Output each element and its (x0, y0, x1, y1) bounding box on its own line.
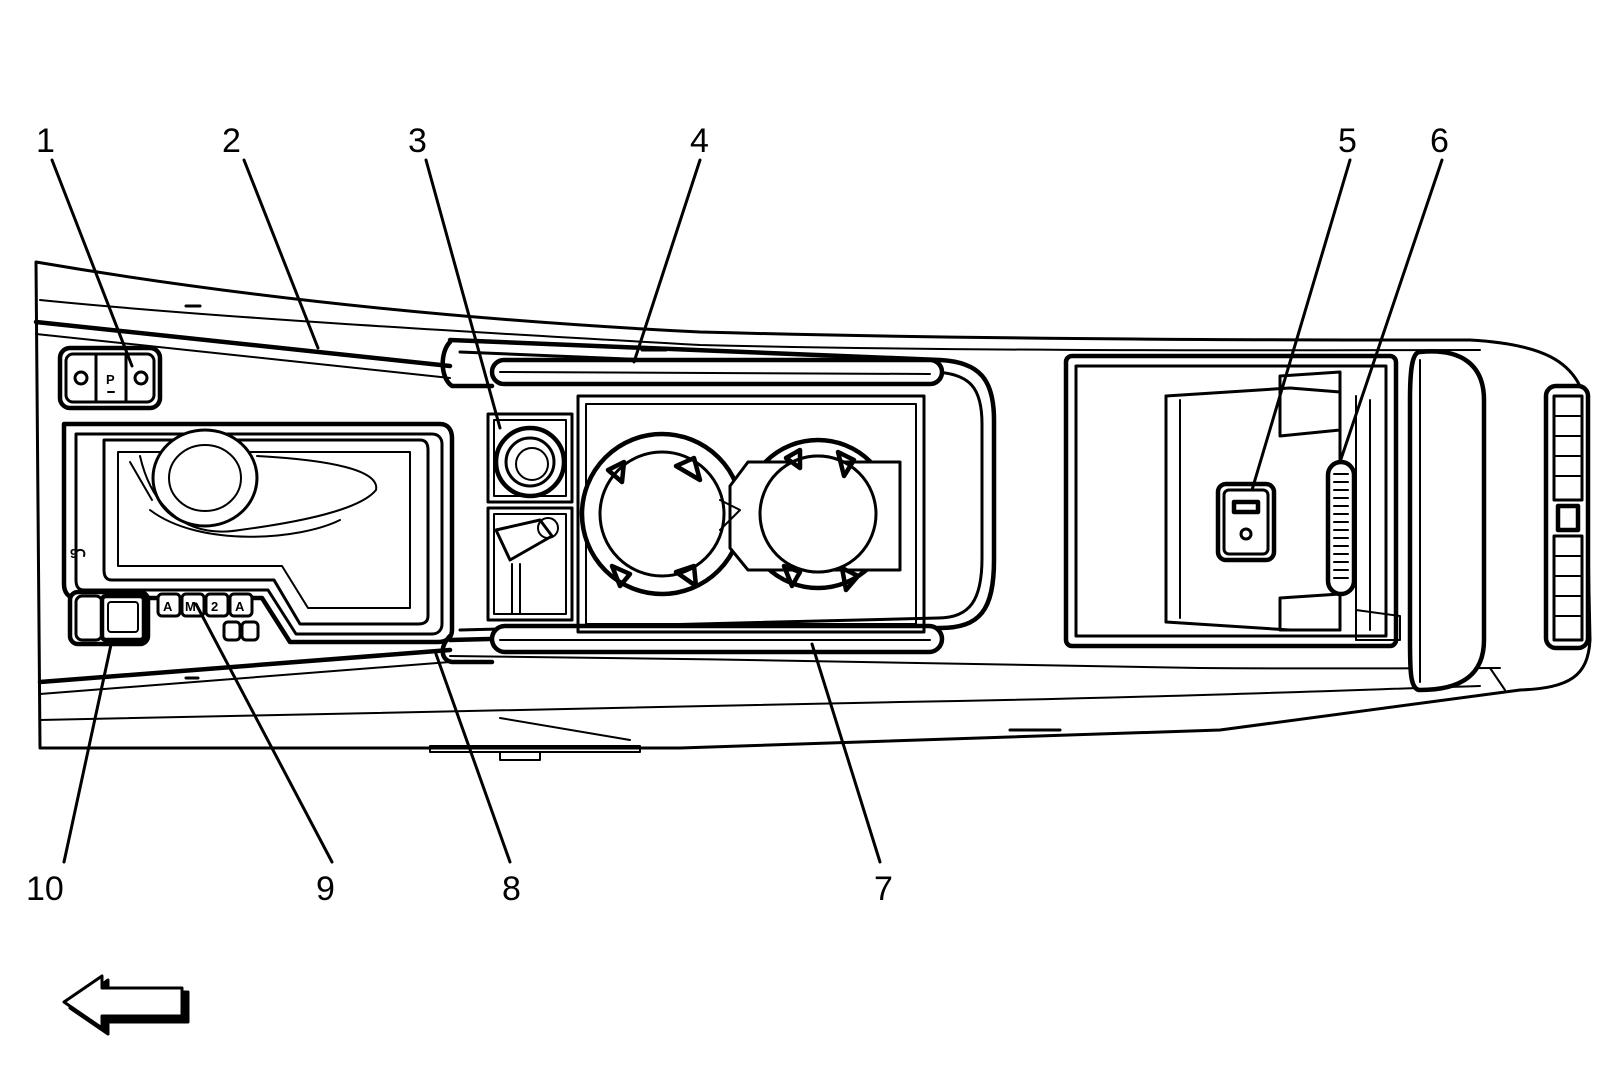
leader-line-6 (1338, 158, 1444, 464)
svg-text:M: M (185, 599, 196, 614)
leader-line-8 (434, 652, 512, 864)
leader-line-9 (194, 602, 334, 864)
rear-air-vent[interactable] (1543, 383, 1591, 651)
small-storage-tray (486, 506, 574, 622)
usb-port[interactable] (1215, 481, 1277, 563)
callout-7: 7 (874, 870, 893, 908)
leader-line-1 (50, 158, 134, 368)
armrest-rear (1407, 349, 1487, 693)
cup-holder-area (440, 337, 997, 665)
callout-2: 2 (222, 122, 241, 160)
leader-line-2 (242, 158, 320, 350)
svg-text:A: A (163, 599, 173, 614)
mode-switch-cluster[interactable]: P (57, 345, 163, 411)
leader-lines (50, 158, 1444, 864)
left-arrow-icon (62, 974, 190, 1036)
callout-8: 8 (502, 870, 521, 908)
leader-line-5 (1250, 158, 1352, 492)
drive-mode-buttons[interactable]: A M 2 A (156, 592, 260, 642)
svg-text:A: A (235, 599, 245, 614)
svg-text:2: 2 (211, 599, 218, 614)
leader-line-10 (62, 638, 114, 864)
callout-9: 9 (316, 870, 335, 908)
power-outlet[interactable] (486, 412, 574, 504)
callout-6: 6 (1430, 122, 1449, 160)
auxiliary-input-slot[interactable] (1325, 459, 1357, 597)
leader-line-3 (424, 158, 502, 430)
parking-brake-switch[interactable] (67, 589, 151, 647)
callout-1: 1 (36, 122, 55, 160)
svg-text:P: P (106, 372, 115, 387)
callout-5: 5 (1338, 122, 1357, 160)
shifter-panel: 9 (61, 421, 455, 645)
callout-3: 3 (408, 122, 427, 160)
svg-text:9: 9 (70, 546, 77, 561)
callout-10: 10 (26, 870, 64, 908)
callout-labels: 1 2 3 4 5 6 7 8 9 10 (26, 122, 1449, 908)
leader-line-7 (810, 642, 882, 864)
callout-4: 4 (690, 122, 709, 160)
leader-line-4 (632, 158, 702, 364)
